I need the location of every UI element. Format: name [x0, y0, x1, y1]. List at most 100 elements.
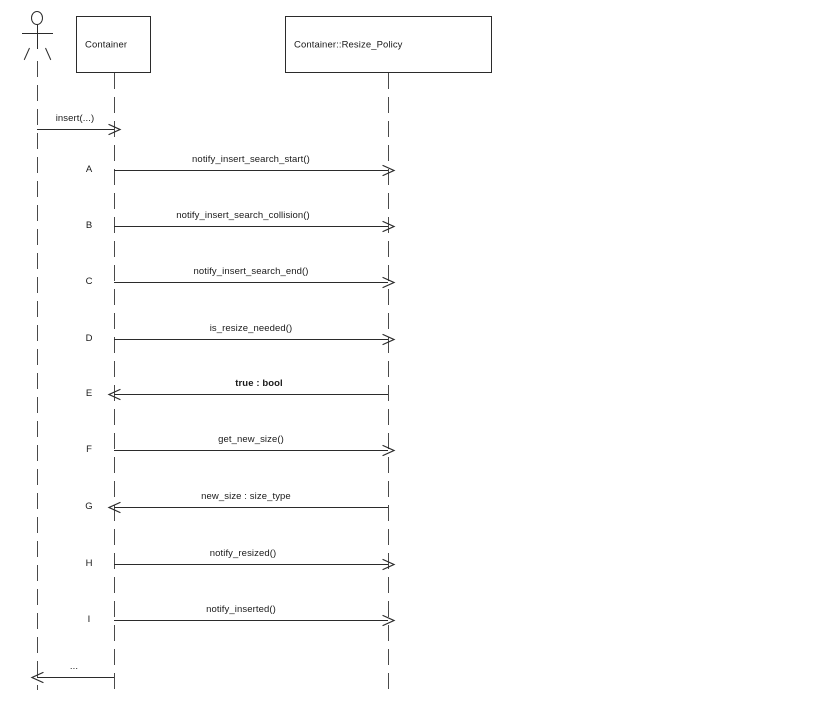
actor-lifeline [37, 493, 38, 509]
lifeline-container [114, 265, 115, 281]
message-label: is_resize_needed() [209, 323, 293, 334]
lifeline-container [114, 601, 115, 617]
lifeline-container [114, 169, 115, 185]
lifeline-container [114, 289, 115, 305]
message-tag-a: A [85, 164, 93, 175]
actor-lifeline [37, 541, 38, 557]
actor-lifeline [37, 61, 38, 77]
actor-lifeline [37, 325, 38, 341]
lifeline-resize_policy [388, 241, 389, 257]
lifeline-container [114, 73, 115, 89]
message-line[interactable] [114, 170, 388, 171]
message-line[interactable] [37, 677, 114, 678]
actor-leg-right [45, 47, 52, 61]
actor-lifeline [37, 205, 38, 221]
lifeline-container [114, 313, 115, 329]
message-arrowhead [381, 333, 395, 345]
lifeline-container [114, 481, 115, 497]
message-tag-h: H [85, 558, 93, 569]
actor-lifeline [37, 589, 38, 605]
lifeline-resize_policy [388, 529, 389, 545]
lifeline-container [114, 145, 115, 161]
lifeline-container [114, 505, 115, 521]
participant-box-resize_policy[interactable]: Container::Resize_Policy [285, 16, 492, 73]
message-label: notify_insert_search_collision() [176, 210, 310, 221]
message-tag-f: F [86, 444, 92, 455]
lifeline-resize_policy [388, 553, 389, 569]
message-line[interactable] [114, 226, 388, 227]
lifeline-container [114, 121, 115, 137]
lifeline-container [114, 361, 115, 377]
message-tag-i: I [87, 614, 91, 625]
message-label: notify_insert_search_end() [193, 266, 309, 277]
lifeline-container [114, 553, 115, 569]
message-line[interactable] [114, 450, 388, 451]
lifeline-container [114, 217, 115, 233]
lifeline-container [114, 433, 115, 449]
message-label: notify_inserted() [206, 604, 276, 615]
lifeline-resize_policy [388, 505, 389, 521]
lifeline-container [114, 385, 115, 401]
actor-lifeline [37, 661, 38, 677]
lifeline-resize_policy [388, 577, 389, 593]
message-label: new_size : size_type [201, 491, 291, 502]
lifeline-resize_policy [388, 385, 389, 401]
actor-lifeline [37, 397, 38, 413]
actor-leg-left [23, 47, 30, 61]
lifeline-resize_policy [388, 265, 389, 281]
actor-lifeline [37, 637, 38, 653]
message-label: get_new_size() [218, 434, 284, 445]
actor-arms [22, 33, 53, 34]
actor-lifeline [37, 373, 38, 389]
message-arrowhead [107, 123, 121, 135]
actor-lifeline [37, 445, 38, 461]
participant-box-container[interactable]: Container [76, 16, 151, 73]
lifeline-resize_policy [388, 217, 389, 233]
lifeline-resize_policy [388, 649, 389, 665]
lifeline-resize_policy [388, 361, 389, 377]
lifeline-resize_policy [388, 289, 389, 305]
lifeline-container [114, 529, 115, 545]
lifeline-resize_policy [388, 313, 389, 329]
actor-lifeline [37, 349, 38, 365]
actor-lifeline [37, 253, 38, 269]
lifeline-resize_policy [388, 433, 389, 449]
actor-lifeline [37, 301, 38, 317]
lifeline-container [114, 409, 115, 425]
lifeline-resize_policy [388, 73, 389, 89]
message-line[interactable] [114, 564, 388, 565]
lifeline-resize_policy [388, 145, 389, 161]
lifeline-resize_policy [388, 337, 389, 353]
message-arrowhead [381, 220, 395, 232]
message-label: notify_resized() [209, 548, 277, 559]
lifeline-container [114, 193, 115, 209]
message-line[interactable] [114, 339, 388, 340]
message-label: true : bool [235, 378, 283, 389]
message-tag-b: B [85, 220, 93, 231]
actor-head-icon [31, 11, 43, 25]
actor-lifeline [37, 229, 38, 245]
message-arrowhead [381, 558, 395, 570]
lifeline-resize_policy [388, 193, 389, 209]
message-arrowhead [30, 671, 44, 683]
message-line[interactable] [114, 394, 388, 395]
message-line[interactable] [37, 129, 114, 130]
lifeline-resize_policy [388, 673, 389, 689]
message-line[interactable] [114, 620, 388, 621]
lifeline-resize_policy [388, 625, 389, 641]
message-line[interactable] [114, 282, 388, 283]
lifeline-container [114, 673, 115, 689]
lifeline-container [114, 337, 115, 353]
actor-lifeline [37, 277, 38, 293]
lifeline-resize_policy [388, 601, 389, 617]
lifeline-resize_policy [388, 457, 389, 473]
message-arrowhead [107, 501, 121, 513]
message-label: ... [69, 661, 79, 672]
actor-lifeline [37, 133, 38, 149]
actor-lifeline [37, 469, 38, 485]
lifeline-resize_policy [388, 481, 389, 497]
message-arrowhead [107, 388, 121, 400]
actor-lifeline [37, 685, 38, 690]
message-line[interactable] [114, 507, 388, 508]
